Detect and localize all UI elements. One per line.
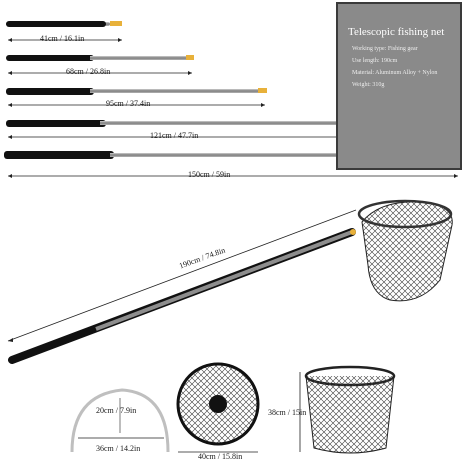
pole-collapsed-95cm xyxy=(6,88,267,95)
frame-width-label: 36cm / 14.2in xyxy=(96,444,141,453)
spec-material: Material: Aluminum Alloy + Nylon xyxy=(352,70,438,76)
net-depth-label: 38cm / 15in xyxy=(268,408,307,417)
length-label-121cm: 121cm / 47.7in xyxy=(150,131,199,140)
pole-collapsed-41cm xyxy=(6,21,122,27)
spec-working-type: Working type: Fishing gear xyxy=(352,46,418,52)
dimension-line-190cm xyxy=(7,209,357,342)
net-diameter-label: 40cm / 15.8in xyxy=(198,452,243,461)
round-net-detail xyxy=(176,362,260,453)
length-label-68cm: 68cm / 26.8in xyxy=(66,67,111,76)
dimension-line-150cm xyxy=(8,174,458,178)
spec-panel: Telescopic fishing net Working type: Fis… xyxy=(336,2,462,170)
assembled-net xyxy=(8,199,453,364)
spec-title: Telescopic fishing net xyxy=(348,26,445,38)
length-label-95cm: 95cm / 37.4in xyxy=(106,99,151,108)
square-net-detail xyxy=(299,365,396,454)
pole-collapsed-68cm xyxy=(6,55,194,61)
dimension-line-68cm xyxy=(8,71,192,75)
pole-collapsed-121cm xyxy=(6,120,362,127)
dimension-line-121cm xyxy=(8,135,362,139)
frame-detail xyxy=(70,388,170,453)
dimension-line-95cm xyxy=(8,103,265,107)
pole-collapsed-150cm xyxy=(4,151,455,159)
spec-weight: Weight: 310g xyxy=(352,82,385,88)
dimension-line-41cm xyxy=(8,38,122,42)
frame-height-label: 20cm / 7.9in xyxy=(96,406,137,415)
length-label-150cm: 150cm / 59in xyxy=(188,170,231,179)
length-label-41cm: 41cm / 16.1in xyxy=(40,34,85,43)
spec-use-length: Use length: 190cm xyxy=(352,58,398,64)
